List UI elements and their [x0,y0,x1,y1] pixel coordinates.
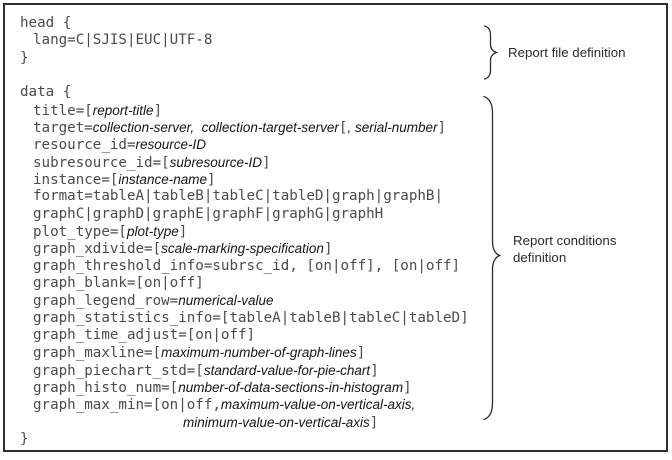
code-literal: graph_statistics_info=[tableA|tableB|tab… [33,309,469,326]
code-literal: graph_histo_num=[ [33,379,179,396]
code-line: } [20,431,469,448]
code-line: data { [20,84,469,101]
code-variable: resource-ID [135,137,207,153]
code-line: graph_statistics_info=[tableA|tableB|tab… [20,310,469,327]
code-line: graphC|graphD|graphE|graphF|graphG|graph… [20,206,469,223]
code-literal: graph_time_adjust=[on|off] [33,326,256,343]
code-variable: maximum-value-on-vertical-axis, [220,397,416,413]
code-line: lang=C|SJIS|EUC|UTF-8 [20,32,469,49]
code-literal: graph_max_min=[on|off, [33,397,221,414]
code-literal: graph_xdivide=[ [33,241,162,258]
code-literal: ] [369,414,379,431]
code-literal: subresource_id=[ [33,154,170,171]
code-line: resource_id=resource-ID [20,136,469,153]
code-variable: instance-name [118,171,207,187]
code-line: graph_max_min=[on|off,maximum-value-on-v… [20,396,469,413]
code-literal: graph_legend_row= [33,293,179,310]
code-line: graph_maxline=[maximum-number-of-graph-l… [20,344,469,361]
code-line: instance=[instance-name] [20,171,469,188]
code-block: head {lang=C|SJIS|EUC|UTF-8} data {title=… [20,15,469,448]
figure-frame [3,3,668,452]
code-line: graph_histo_num=[number-of-data-sections… [20,379,469,396]
code-literal: target= [33,119,93,136]
code-variable: standard-value-for-pie-chart [203,362,371,378]
code-literal: graph_threshold_info=subrsc_id, [on|off]… [33,257,461,274]
code-line: target=collection-server, collection-tar… [20,119,469,136]
code-line: minimum-value-on-vertical-axis] [20,414,469,431]
code-variable: maximum-number-of-graph-lines [161,345,357,361]
code-line [20,67,469,84]
code-literal: lang=C|SJIS|EUC|UTF-8 [33,32,213,49]
code-line: graph_legend_row=numerical-value [20,292,469,309]
code-literal: ] [437,119,447,136]
code-literal: format=tableA|tableB|tableC|tableD|graph… [33,188,443,205]
code-variable: report-title [92,102,154,118]
code-literal: data { [20,84,72,101]
code-literal: plot_type=[ [33,223,127,240]
code-variable: minimum-value-on-vertical-axis [183,414,370,430]
code-line: graph_time_adjust=[on|off] [20,327,469,344]
code-literal: [ [338,119,348,136]
code-line: plot_type=[plot-type] [20,223,469,240]
code-literal: ] [206,171,216,188]
annotation-report-file-definition: Report file definition [508,45,626,60]
code-variable: scale-marking-specification [161,241,324,257]
code-literal: instance=[ [33,171,119,188]
code-literal: ] [153,102,163,119]
code-literal: graphC|graphD|graphE|graphF|graphG|graph… [33,205,384,222]
code-variable: numerical-value [178,293,274,309]
code-variable: number-of-data-sections-in-histogram [178,379,404,395]
code-line: graph_piechart_std=[standard-value-for-p… [20,362,469,379]
code-variable: plot-type [126,223,179,239]
code-literal: } [20,49,29,66]
code-literal: ] [178,223,188,240]
code-literal: resource_id= [33,137,136,154]
annotation-report-conditions-definition: Report conditions definition [513,233,617,265]
code-literal: graph_piechart_std=[ [33,362,204,379]
code-literal: ] [356,345,366,362]
code-line: } [20,50,469,67]
code-line: graph_threshold_info=subrsc_id, [on|off]… [20,258,469,275]
code-line: head { [20,15,469,32]
code-line: title=[report-title] [20,102,469,119]
code-variable: collection-server, collection-target-ser… [92,119,339,135]
code-line: subresource_id=[subresource-ID] [20,154,469,171]
code-literal: graph_maxline=[ [33,345,162,362]
code-literal: graph_blank=[on|off] [33,274,204,291]
code-line: graph_blank=[on|off] [20,275,469,292]
code-literal: } [20,430,29,447]
code-variable: , serial-number [347,119,438,135]
code-literal: head { [20,15,72,31]
code-literal: ] [403,379,412,396]
code-literal: ] [323,241,333,258]
code-variable: subresource-ID [169,154,262,170]
code-literal: ] [261,154,271,171]
code-line: format=tableA|tableB|tableC|tableD|graph… [20,188,469,205]
code-literal: ] [370,362,379,379]
code-line: graph_xdivide=[scale-marking-specificati… [20,240,469,257]
code-literal: title=[ [33,102,93,119]
